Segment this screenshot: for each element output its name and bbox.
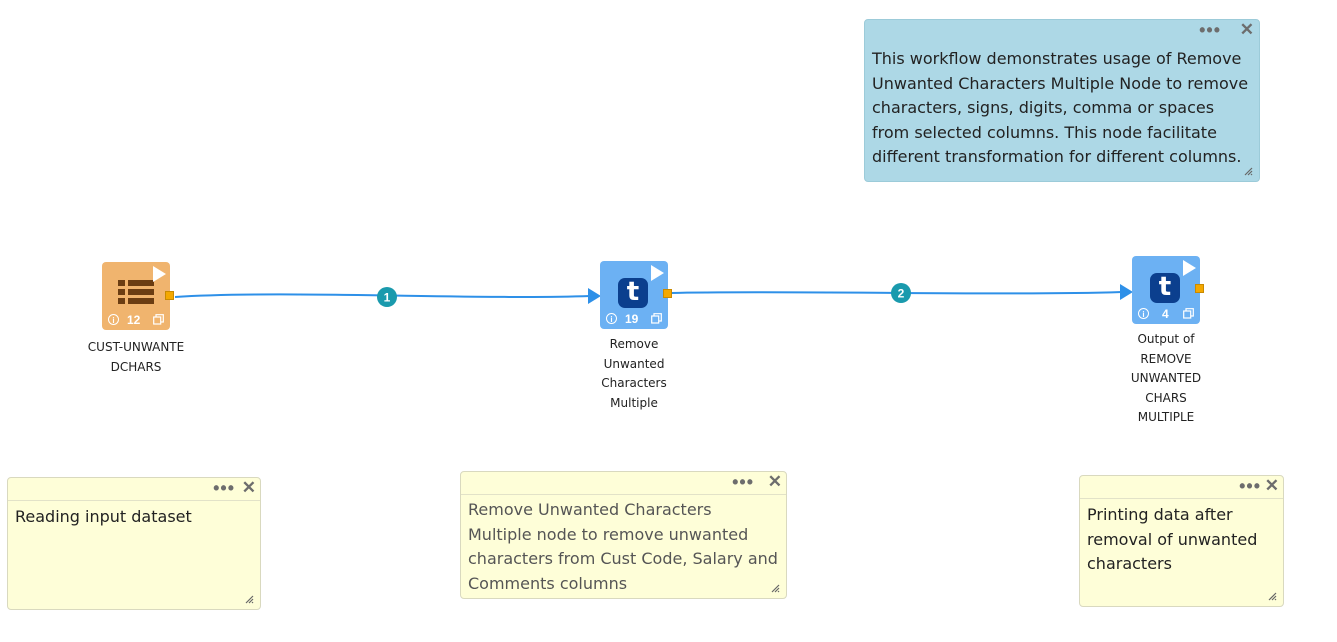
table-icon — [118, 280, 154, 304]
info-icon[interactable]: i — [1138, 308, 1149, 319]
note-header: ••• ✕ — [8, 478, 260, 501]
output-port[interactable] — [663, 289, 672, 298]
t-logo-icon: t — [1150, 273, 1180, 303]
edge-2-badge[interactable] — [891, 283, 911, 303]
output-port[interactable] — [1195, 284, 1204, 293]
note-header: ••• ✕ — [461, 472, 786, 495]
run-icon[interactable] — [651, 265, 664, 281]
input-node-label: CUST-UNWANTEDCHARS — [87, 340, 185, 374]
close-icon[interactable]: ✕ — [1264, 476, 1279, 495]
transform-node-label: Remove Unwanted Characters Multiple — [601, 337, 667, 410]
copy-icon[interactable] — [651, 313, 662, 324]
resize-handle-icon[interactable] — [1244, 167, 1253, 176]
edge-1-number: 1 — [384, 291, 391, 305]
note-menu-icon[interactable]: ••• — [213, 478, 235, 498]
node-count: 12 — [127, 313, 141, 327]
note-text: Reading input dataset — [15, 507, 192, 526]
edge-2-number: 2 — [898, 287, 905, 301]
note-text: Printing data after removal of unwanted … — [1087, 505, 1258, 573]
note-header: ••• ✕ — [865, 20, 1259, 42]
output-port[interactable] — [165, 291, 174, 300]
output-node-label: Output of REMOVE UNWANTED CHARS MULTIPLE — [1130, 332, 1202, 424]
input-node[interactable]: i 12 — [102, 262, 174, 330]
remove-note[interactable]: ••• ✕ Remove Unwanted Characters Multipl… — [460, 471, 787, 599]
copy-icon[interactable] — [153, 314, 164, 325]
note-menu-icon[interactable]: ••• — [1199, 20, 1221, 40]
note-text: This workflow demonstrates usage of Remo… — [872, 49, 1249, 166]
edge-2-arrow — [1120, 284, 1133, 300]
t-logo-icon: t — [618, 278, 648, 308]
note-header: ••• ✕ — [1080, 476, 1283, 499]
copy-icon[interactable] — [1183, 308, 1194, 319]
note-menu-icon[interactable]: ••• — [732, 472, 754, 492]
info-icon[interactable]: i — [606, 313, 617, 324]
note-menu-icon[interactable]: ••• — [1239, 476, 1261, 496]
node-count: 4 — [1162, 307, 1169, 321]
close-icon[interactable]: ✕ — [1239, 20, 1254, 39]
printing-note[interactable]: ••• ✕ Printing data after removal of unw… — [1079, 475, 1284, 607]
resize-handle-icon[interactable] — [771, 584, 780, 593]
close-icon[interactable]: ✕ — [767, 472, 782, 491]
description-note[interactable]: ••• ✕ This workflow demonstrates usage o… — [864, 19, 1260, 182]
transform-node[interactable]: t i 19 — [600, 261, 672, 329]
resize-handle-icon[interactable] — [245, 595, 254, 604]
run-icon[interactable] — [153, 266, 166, 282]
node-count: 19 — [625, 312, 639, 326]
close-icon[interactable]: ✕ — [241, 478, 256, 497]
info-icon[interactable]: i — [108, 314, 119, 325]
run-icon[interactable] — [1183, 260, 1196, 276]
edge-1-badge[interactable] — [377, 287, 397, 307]
output-node[interactable]: t i 4 — [1132, 256, 1204, 324]
resize-handle-icon[interactable] — [1268, 592, 1277, 601]
note-text: Remove Unwanted Characters Multiple node… — [468, 500, 778, 593]
edge-1-arrow — [588, 288, 601, 304]
reading-note[interactable]: ••• ✕ Reading input dataset — [7, 477, 261, 610]
